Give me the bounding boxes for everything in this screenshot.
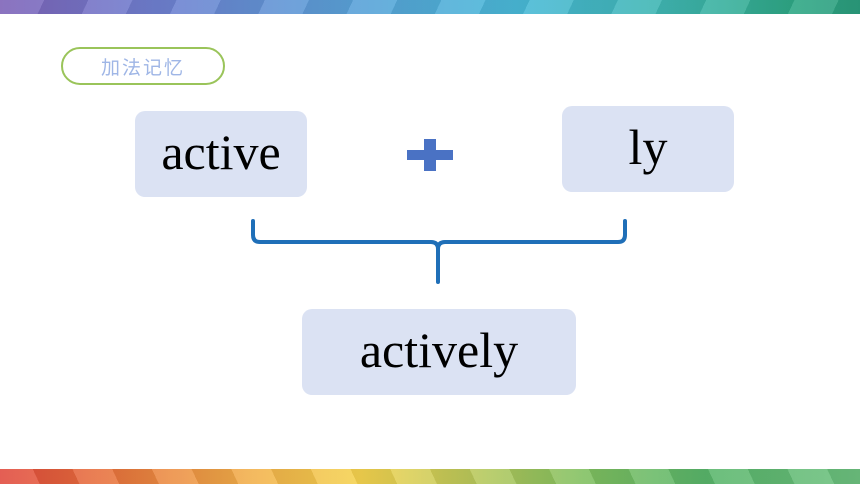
section-label-text: 加法记忆 [100, 56, 185, 79]
word-part-text-ly: ly [628, 119, 668, 175]
plus-icon [407, 139, 453, 171]
word-part-text-active: active [161, 124, 281, 180]
word-part-box-ly: ly [562, 106, 734, 192]
top-decorative-band [0, 0, 860, 14]
curly-brace-icon [251, 219, 627, 284]
bottom-decorative-band [0, 469, 860, 484]
word-part-box-active: active [135, 111, 307, 197]
result-word-text: actively [359, 322, 519, 378]
result-word-box: actively [302, 309, 576, 395]
section-label-pill: 加法记忆 [61, 47, 225, 85]
